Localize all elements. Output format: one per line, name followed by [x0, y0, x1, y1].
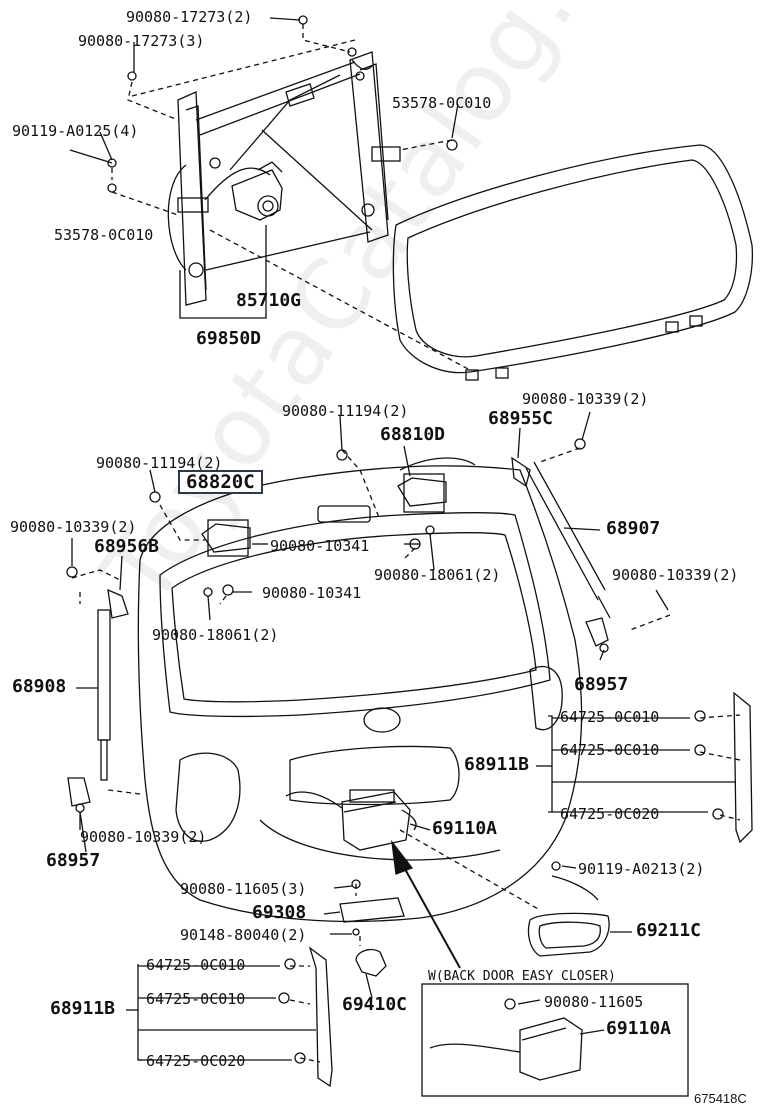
part-label-68956b[interactable]: 68956B: [94, 536, 160, 557]
regulator-leaders: [111, 24, 471, 371]
part-label-90080-17273-3[interactable]: 90080-17273(3): [78, 32, 205, 50]
window-regulator-drawing: [107, 15, 458, 306]
side-moulding-right: [733, 691, 753, 844]
part-label-90119-a0125[interactable]: 90119-A0125(4): [12, 122, 139, 140]
inset-title: W(BACK DOOR EASY CLOSER): [428, 969, 616, 984]
part-label-90148-80040[interactable]: 90148-80040(2): [180, 926, 307, 944]
part-label-69410c[interactable]: 69410C: [342, 994, 408, 1015]
part-label-90080-11605-3[interactable]: 90080-11605(3): [180, 880, 307, 898]
part-label-90080-10341-b[interactable]: 90080-10341: [262, 584, 362, 602]
part-label-68911b-b[interactable]: 68911B: [50, 998, 116, 1019]
part-label-90080-10339-c[interactable]: 90080-10339(2): [612, 566, 739, 584]
part-label-64725-0c010-b[interactable]: 64725-0C010: [560, 741, 660, 759]
rear-glass-drawing: [392, 144, 754, 381]
part-label-85710g[interactable]: 85710G: [236, 290, 302, 311]
part-label-64725-0c020-a[interactable]: 64725-0C020: [560, 805, 660, 823]
gas-strut-left: [67, 588, 129, 813]
part-label-90080-11194-b[interactable]: 90080-11194(2): [96, 454, 223, 472]
part-label-64725-0c010-d[interactable]: 64725-0C010: [146, 990, 246, 1008]
side-moulding-left: [308, 946, 333, 1088]
part-label-68810d[interactable]: 68810D: [380, 424, 446, 445]
part-label-90080-10339-b[interactable]: 90080-10339(2): [10, 518, 137, 536]
part-label-68907[interactable]: 68907: [606, 518, 661, 539]
door-leaders: [71, 447, 741, 1063]
part-label-90119-a0213[interactable]: 90119-A0213(2): [578, 860, 705, 878]
part-label-68957-a[interactable]: 68957: [574, 674, 629, 695]
part-label-64725-0c010-c[interactable]: 64725-0C010: [146, 956, 246, 974]
part-label-53578-0c010-a[interactable]: 53578-0C010: [392, 94, 492, 112]
part-label-69211c[interactable]: 69211C: [636, 920, 702, 941]
part-label-69110a-a[interactable]: 69110A: [432, 818, 498, 839]
part-label-68957-b[interactable]: 68957: [46, 850, 101, 871]
part-label-90080-18061-a[interactable]: 90080-18061(2): [374, 566, 501, 584]
figure-code: 675418C: [694, 1091, 747, 1106]
part-label-53578-0c010-b[interactable]: 53578-0C010: [54, 226, 154, 244]
highlighted-part-68820c[interactable]: 68820C: [178, 470, 263, 494]
inset-box: [421, 983, 689, 1097]
part-label-90080-10341-a[interactable]: 90080-10341: [270, 537, 370, 555]
part-label-90080-11194-a[interactable]: 90080-11194(2): [282, 402, 409, 420]
part-label-64725-0c010-a[interactable]: 64725-0C010: [560, 708, 660, 726]
part-label-68911b-a[interactable]: 68911B: [464, 754, 530, 775]
label-leaders: [71, 17, 736, 1061]
part-label-69308[interactable]: 69308: [252, 902, 307, 923]
part-label-90080-17273-2[interactable]: 90080-17273(2): [126, 8, 253, 26]
part-label-68955c[interactable]: 68955C: [488, 408, 554, 429]
part-label-90080-11605[interactable]: 90080-11605: [544, 993, 644, 1011]
inset-closer-drawing: [429, 998, 583, 1081]
door-lock-drawing: [285, 789, 610, 977]
part-label-68908[interactable]: 68908: [12, 676, 67, 697]
gas-strut-right: [511, 456, 611, 653]
part-label-69110a-b[interactable]: 69110A: [606, 1018, 672, 1039]
part-label-69850d[interactable]: 69850D: [196, 328, 262, 349]
part-label-90080-18061-b[interactable]: 90080-18061(2): [152, 626, 279, 644]
part-label-64725-0c020-b[interactable]: 64725-0C020: [146, 1052, 246, 1070]
part-label-90080-10339-a[interactable]: 90080-10339(2): [522, 390, 649, 408]
part-label-90080-10339-d[interactable]: 90080-10339(2): [80, 828, 207, 846]
